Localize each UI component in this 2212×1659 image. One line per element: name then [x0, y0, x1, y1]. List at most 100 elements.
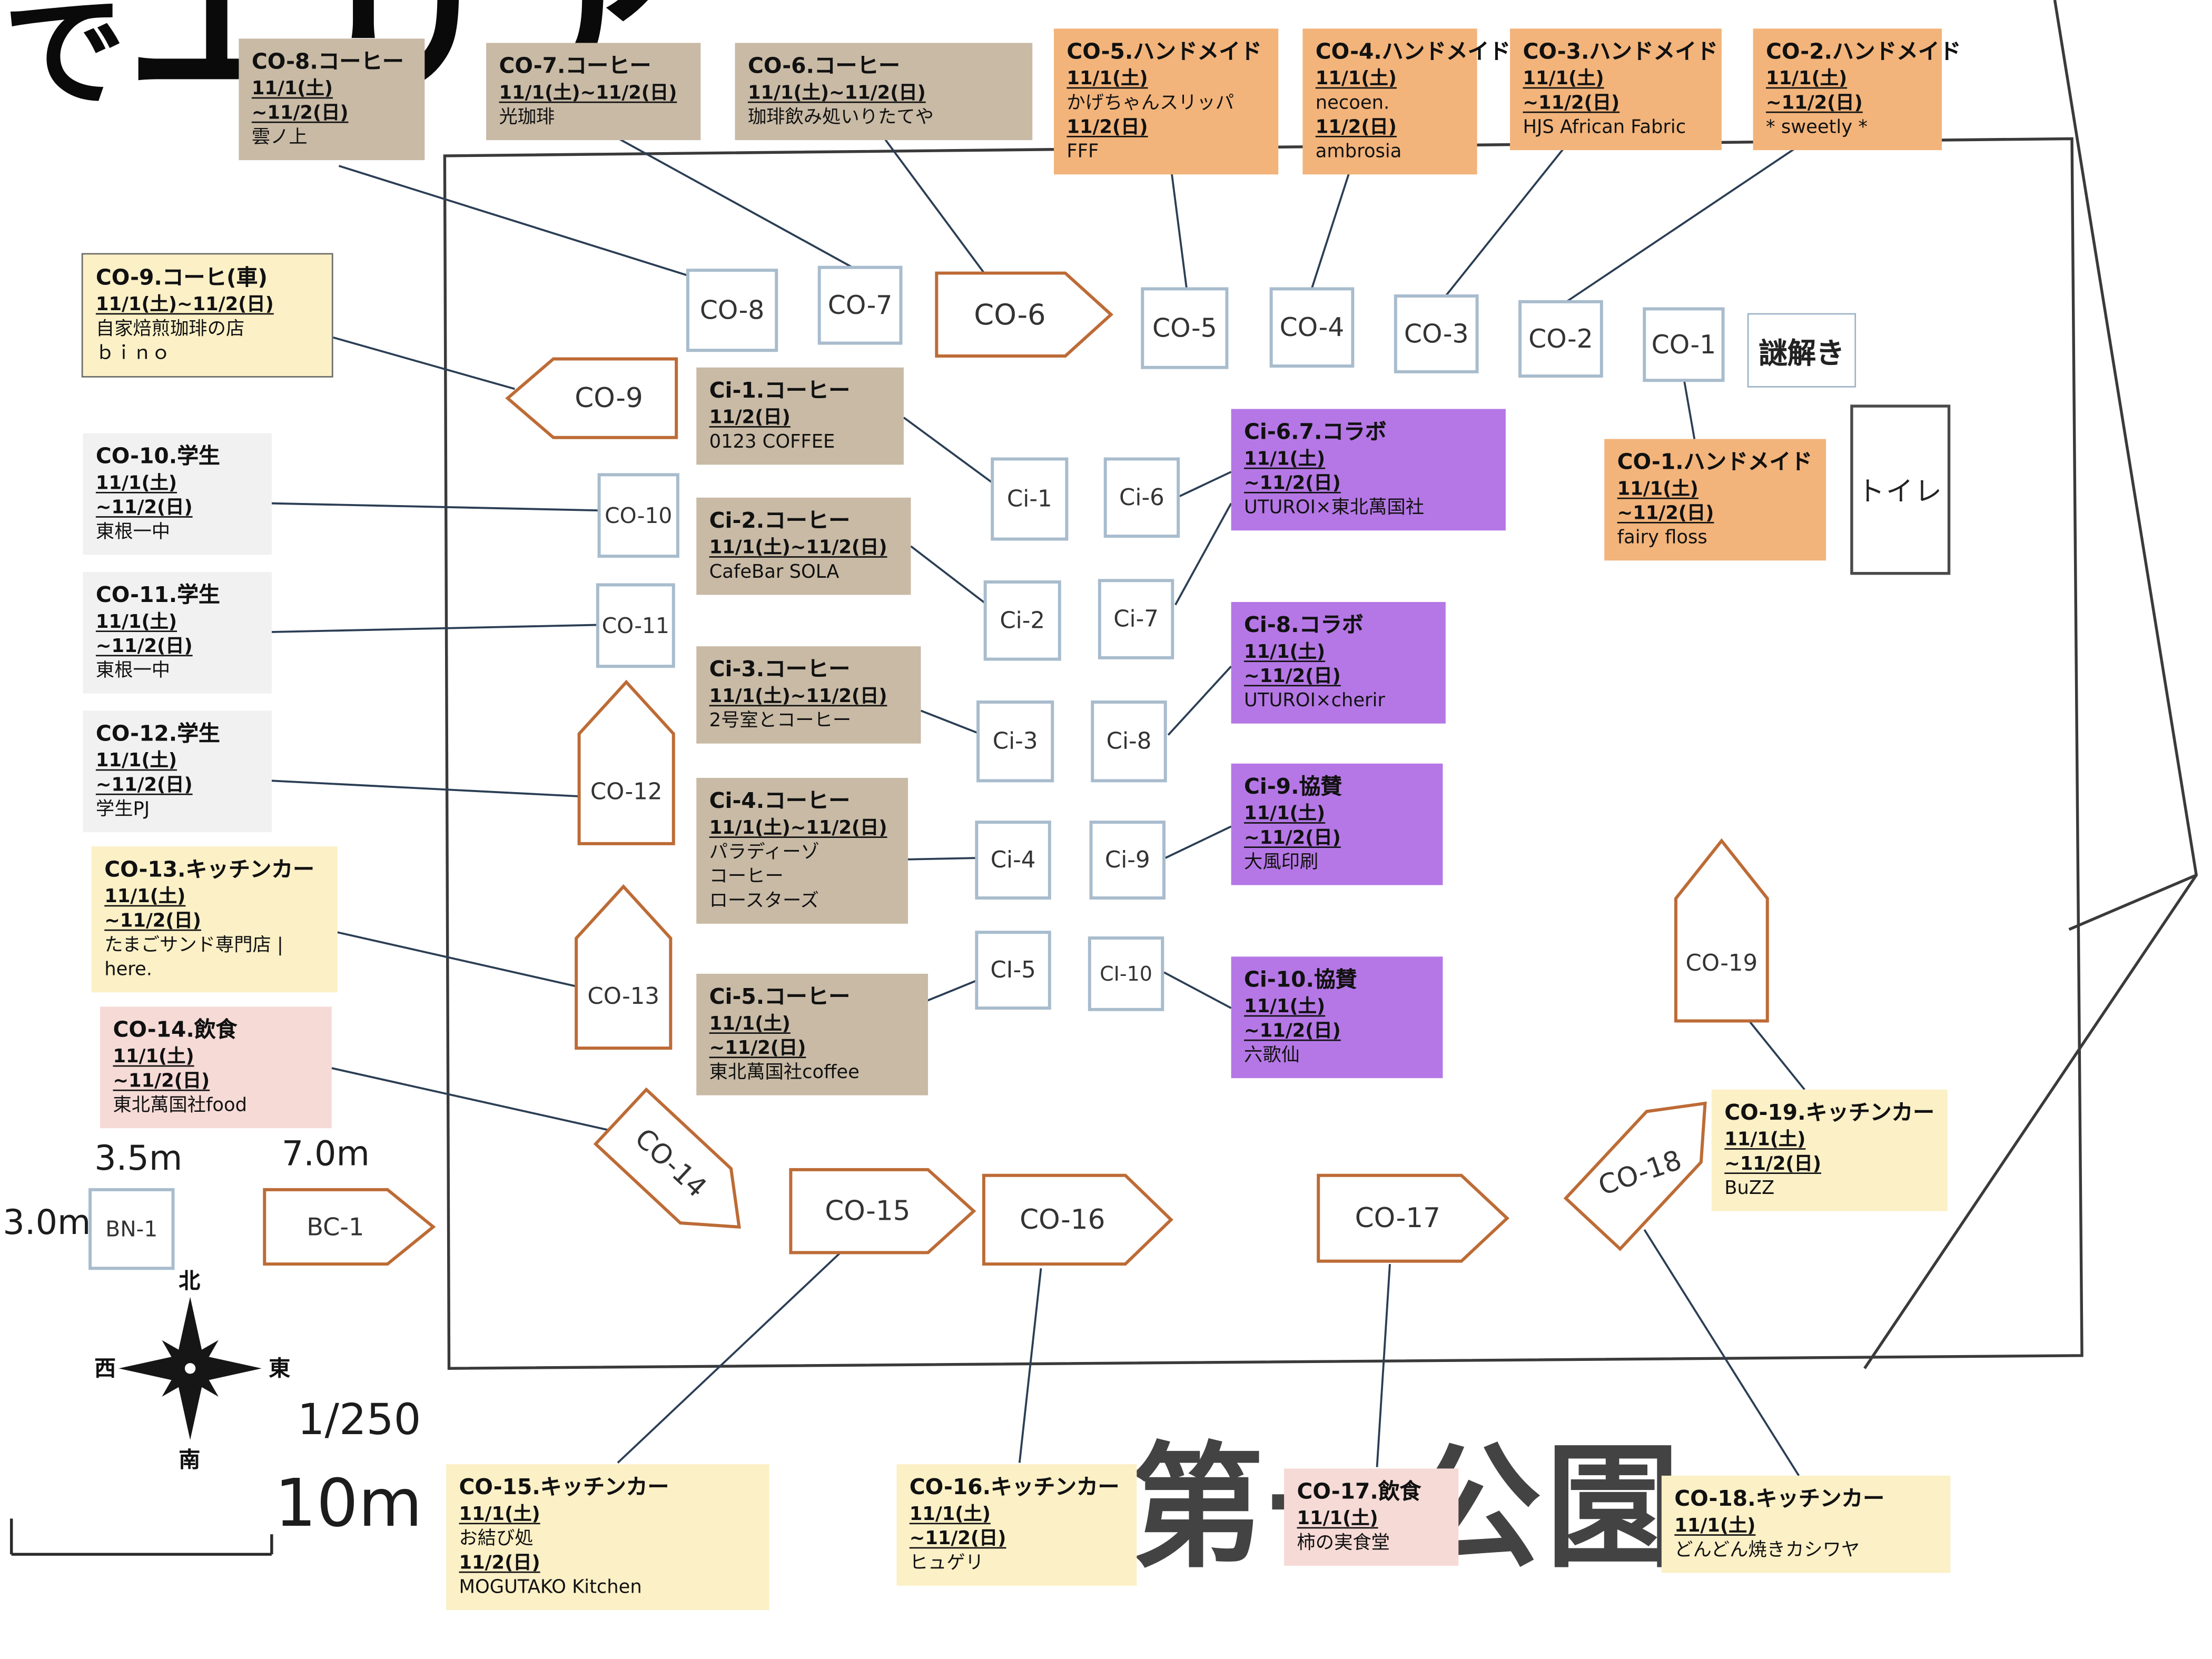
booth-outline — [596, 583, 675, 668]
outer-boundary — [1863, 0, 2198, 1369]
leader-line — [1683, 381, 1696, 439]
leader-line — [1163, 971, 1232, 1009]
booth-outline — [976, 700, 1054, 783]
leader-line — [1018, 1268, 1042, 1463]
booth-outline — [1563, 1101, 1707, 1251]
leader-line — [1376, 1263, 1391, 1467]
compass-hub — [182, 1361, 198, 1376]
leader-line — [338, 165, 713, 284]
booth-outline — [1518, 300, 1603, 378]
area-title-part1: で — [3, 0, 126, 125]
leader-line — [331, 1067, 658, 1142]
leader-line — [600, 127, 856, 270]
booth-Ci-6: Ci-6 — [1103, 457, 1180, 538]
booth-label: Ci-2 — [1000, 607, 1045, 634]
bc1-width-label: 7.0m — [281, 1133, 370, 1174]
booth-Ci-7: Ci-7 — [1098, 579, 1174, 659]
booth-CO-10: CO-10 — [597, 473, 679, 558]
leader-line — [1164, 825, 1232, 859]
booth-CO-5: CO-5 — [1141, 287, 1229, 369]
booth-CO-13: CO-13 — [575, 884, 673, 1050]
booth-outline — [88, 1188, 175, 1270]
booth-outline — [593, 1087, 741, 1229]
booth-label: Ci-4 — [991, 847, 1036, 873]
booth-outline — [1643, 307, 1725, 382]
leader-line — [1564, 133, 1817, 304]
leader-line — [1643, 1229, 1800, 1476]
booth-CO-15: CO-15 — [789, 1168, 976, 1255]
booth-CO-18: CO-18 — [1563, 1101, 1707, 1251]
booth-CO-7: CO-7 — [817, 265, 903, 345]
booth-CO-16: CO-16 — [982, 1173, 1173, 1266]
booth-BN-1: BN-1 — [88, 1188, 175, 1270]
booth-outline — [1141, 287, 1229, 369]
leader-line — [1168, 157, 1188, 291]
booth-label: BN-1 — [105, 1217, 157, 1242]
leader-line — [903, 417, 1002, 490]
booth-label: CO-1 — [1652, 330, 1716, 360]
booth-outline — [1088, 936, 1164, 1011]
booth-CO-9: CO-9 — [505, 357, 678, 439]
booth-label: CO-12 — [590, 779, 663, 805]
booth-outline — [982, 1173, 1173, 1266]
booth-outline — [975, 931, 1051, 1010]
booth-outline — [1103, 457, 1180, 538]
bn1-width-label: 3.5m — [94, 1138, 183, 1179]
booth-CO-1: CO-1 — [1643, 307, 1725, 382]
area-title-fragment: で エリア — [3, 0, 692, 114]
booth-outline — [1091, 700, 1167, 783]
booth-label: Ci-7 — [1113, 606, 1159, 633]
compass-rose-icon — [118, 1297, 262, 1440]
park-name: 第一公園 — [1129, 1430, 1685, 1587]
booth-label: CO-4 — [1280, 312, 1345, 342]
booth-label: CO-15 — [825, 1196, 910, 1227]
booth-CO-4: CO-4 — [1269, 287, 1355, 368]
compass-west-label: 西 — [94, 1355, 116, 1381]
booth-outline — [1089, 821, 1166, 900]
booth-label: CO-6 — [974, 298, 1045, 331]
leader-line — [910, 545, 998, 613]
leader-line — [271, 502, 601, 512]
leader-line — [907, 857, 980, 861]
booth-CO-8: CO-8 — [686, 269, 778, 352]
booth-outline — [991, 457, 1069, 541]
booth-CO-6: CO-6 — [935, 271, 1114, 358]
booth-label: CO-10 — [605, 503, 672, 528]
booth-outline — [1394, 294, 1479, 373]
scale-bar — [10, 1518, 273, 1556]
toilet-label: トイレ — [1857, 476, 1943, 508]
area-title-part2: エリア — [125, 0, 693, 129]
booth-CO-14: CO-14 — [593, 1087, 741, 1229]
booth-BC-1: BC-1 — [263, 1188, 436, 1266]
leader-line — [1167, 665, 1232, 736]
booth-label: Ci-1 — [1007, 486, 1052, 512]
compass-east-label: 東 — [269, 1355, 291, 1381]
compass-north-label: 北 — [179, 1268, 201, 1295]
booth-outline — [577, 679, 675, 845]
booth-outline — [935, 271, 1114, 358]
bn1-height-label: 3.0m — [3, 1202, 91, 1243]
booth-outline — [1674, 838, 1769, 1023]
booth-outline — [817, 265, 903, 345]
booth-label: CO-3 — [1404, 319, 1469, 349]
booth-Ci-8: Ci-8 — [1091, 700, 1167, 783]
booth-Ci-1: Ci-1 — [991, 457, 1069, 541]
booth-outline — [575, 884, 673, 1050]
booth-label: Ci-6 — [1119, 485, 1164, 511]
booth-label: CI-10 — [1100, 962, 1152, 985]
booth-label: CO-19 — [1686, 950, 1758, 976]
leader-line — [337, 931, 578, 988]
booth-outline — [983, 580, 1061, 661]
leader-line — [1174, 502, 1232, 606]
leader-line — [1310, 157, 1355, 291]
booth-Ci-2: Ci-2 — [983, 580, 1061, 661]
booth-CO-17: CO-17 — [1317, 1173, 1509, 1263]
mystery-label: 謎解き — [1759, 335, 1845, 370]
map-scale-ratio: 1/250 — [297, 1395, 421, 1446]
booth-Ci-3: Ci-3 — [976, 700, 1054, 783]
mystery-solving-booth: 謎解き — [1747, 313, 1856, 388]
booth-outline — [686, 269, 778, 352]
leader-line — [874, 125, 991, 281]
booth-CO-3: CO-3 — [1394, 294, 1479, 373]
